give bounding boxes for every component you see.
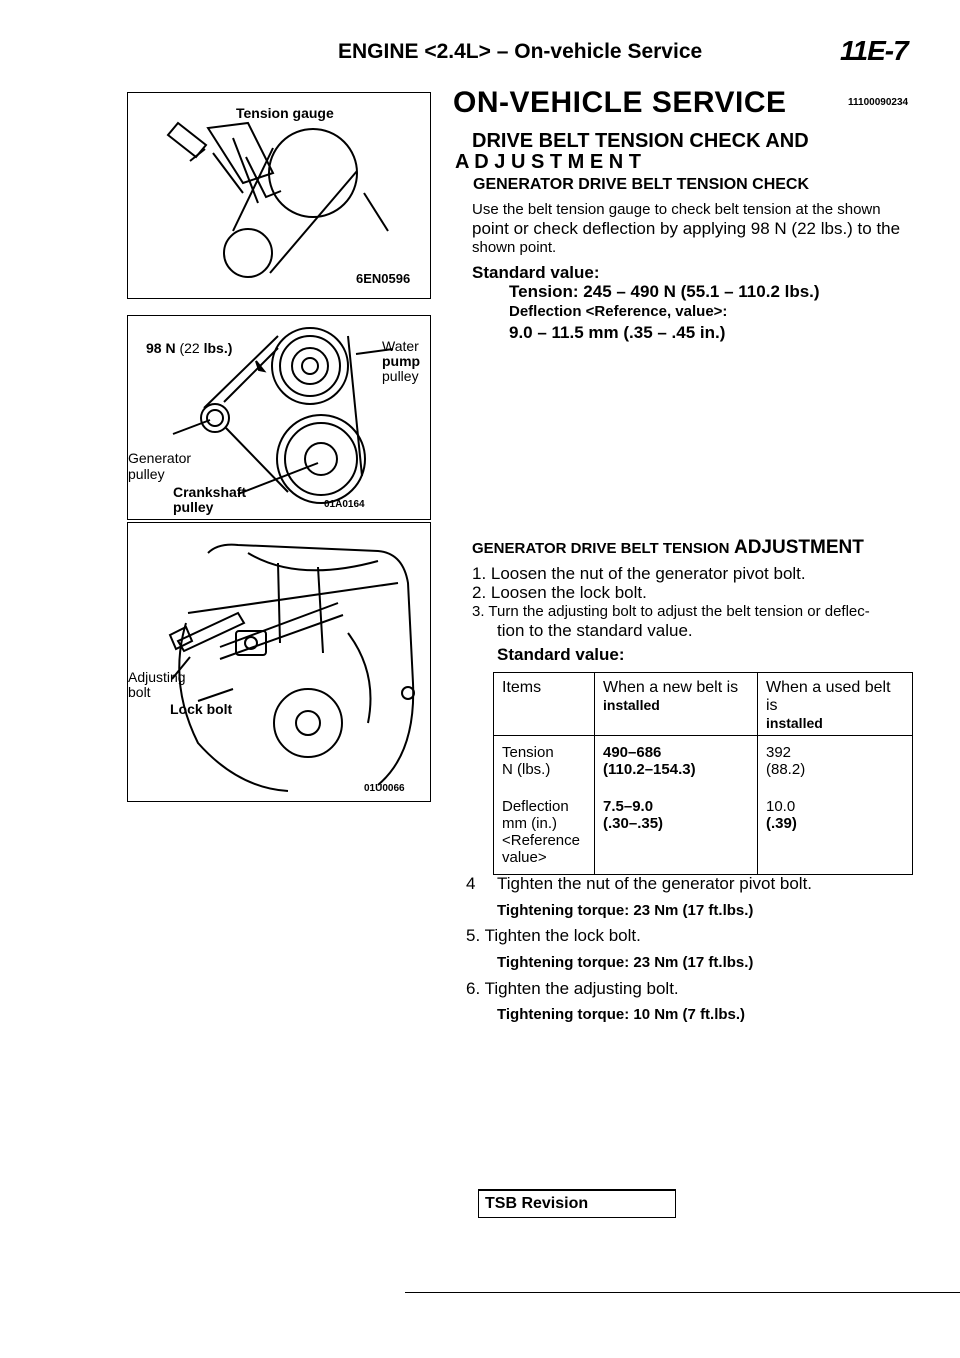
table-row: Deflection mm (in.) <Reference value> 7.… (493, 792, 913, 875)
header-items: Items (493, 672, 595, 736)
crankshaft-pulley-line1: Crankshaft (173, 484, 247, 500)
adjust-heading-b: ADJUSTMENT (733, 537, 864, 558)
tsb-revision-box: TSB Revision (478, 1189, 676, 1218)
deflection-label: Deflection <Reference, value>: (509, 303, 728, 320)
force-label: 98 N (22 lbs.) (146, 340, 232, 356)
figure-code: 01A0164 (324, 499, 365, 510)
water-pump-line3: pulley (382, 368, 419, 384)
step-4-number: 4 (466, 874, 476, 893)
lock-bolt-label: Lock bolt (170, 701, 233, 717)
tension-gauge-label: Tension gauge (236, 105, 334, 121)
row-label: Deflection mm (in.) <Reference value> (493, 792, 595, 875)
check-text-line1: Use the belt tension gauge to check belt… (472, 201, 881, 218)
standard-value-label-2: Standard value: (497, 645, 625, 664)
figure-tension-gauge: Tension gauge 6EN0596 (127, 92, 431, 299)
footer-rule (405, 1292, 960, 1293)
table-header-row: Items When a new belt is installed When … (493, 672, 913, 736)
row-value-used: 10.0 (.39) (757, 792, 913, 875)
torque-4: Tightening torque: 23 Nm (17 ft.lbs.) (497, 902, 754, 919)
reference-id: 11100090234 (848, 97, 909, 108)
force-paren: (22 (179, 340, 200, 356)
header-used-belt: When a used belt is installed (757, 672, 913, 736)
water-pump-line2: pump (382, 353, 421, 369)
generator-pulley-line2: pulley (128, 466, 165, 482)
step-4: Tighten the nut of the generator pivot b… (497, 874, 813, 893)
generator-pulley-line1: Generator (128, 450, 192, 466)
force-value: 98 N (146, 340, 176, 356)
adjust-heading: GENERATOR DRIVE BELT TENSION ADJUSTMENT (472, 537, 864, 559)
belt-routing-illustration (172, 327, 394, 504)
heading-line2: A D J U S T M E N T (455, 151, 641, 173)
check-text-line3: shown point. (472, 239, 557, 256)
tsb-revision-label: TSB Revision (485, 1195, 589, 1212)
heading-line1: DRIVE BELT TENSION CHECK AND (472, 130, 809, 152)
step-1: 1. Loosen the nut of the generator pivot… (472, 564, 806, 583)
deflection-value: 9.0 – 11.5 mm (.35 – .45 in.) (509, 323, 726, 342)
table-row: Tension N (lbs.) 490–686 (110.2–154.3) 3… (493, 735, 913, 792)
step-5: 5. Tighten the lock bolt. (466, 926, 641, 945)
row-value-new: 490–686 (110.2–154.3) (594, 735, 758, 792)
tension-value: Tension: 245 – 490 N (55.1 – 110.2 lbs.) (509, 282, 820, 301)
page-number: 11E-7 (840, 35, 909, 66)
adjusting-bolt-line2: bolt (128, 684, 151, 700)
adjusting-bolt-line1: Adjusting (128, 669, 186, 685)
crankshaft-pulley-line2: pulley (173, 499, 214, 515)
torque-6: Tightening torque: 10 Nm (7 ft.lbs.) (497, 1006, 746, 1023)
adjusting-bolt-illustration (168, 543, 415, 792)
standard-value-table: Items When a new belt is installed When … (493, 672, 913, 875)
page-header-title: ENGINE <2.4L> – On-vehicle Service (338, 40, 703, 63)
torque-5: Tightening torque: 23 Nm (17 ft.lbs.) (497, 954, 754, 971)
figure-code: 01U0066 (364, 783, 405, 794)
force-unit: lbs.) (203, 340, 233, 356)
step-3-line2: tion to the standard value. (497, 621, 693, 640)
row-label: Tension N (lbs.) (493, 735, 595, 792)
figure-belt-routing: 98 N (22 lbs.) Water pump pulley Generat… (127, 315, 431, 520)
header-new-belt: When a new belt is installed (594, 672, 758, 736)
water-pump-line1: Water (382, 338, 419, 354)
figure-code: 6EN0596 (356, 271, 411, 286)
figure-adjusting-bolt: Adjusting bolt Lock bolt 01U0066 (127, 522, 431, 802)
check-text-line2: point or check deflection by applying 98… (472, 219, 901, 238)
section-title: ON-VEHICLE SERVICE (453, 86, 787, 119)
step-6: 6. Tighten the adjusting bolt. (466, 979, 679, 998)
check-heading: GENERATOR DRIVE BELT TENSION CHECK (473, 176, 810, 193)
step-3-line1: 3. Turn the adjusting bolt to adjust the… (472, 603, 870, 620)
adjust-heading-a: GENERATOR DRIVE BELT TENSION (472, 540, 730, 557)
step-2: 2. Loosen the lock bolt. (472, 583, 647, 602)
row-value-used: 392 (88.2) (757, 735, 913, 792)
standard-value-label: Standard value: (472, 263, 600, 282)
tension-gauge-illustration (166, 121, 389, 278)
row-value-new: 7.5–9.0 (.30–.35) (594, 792, 758, 875)
